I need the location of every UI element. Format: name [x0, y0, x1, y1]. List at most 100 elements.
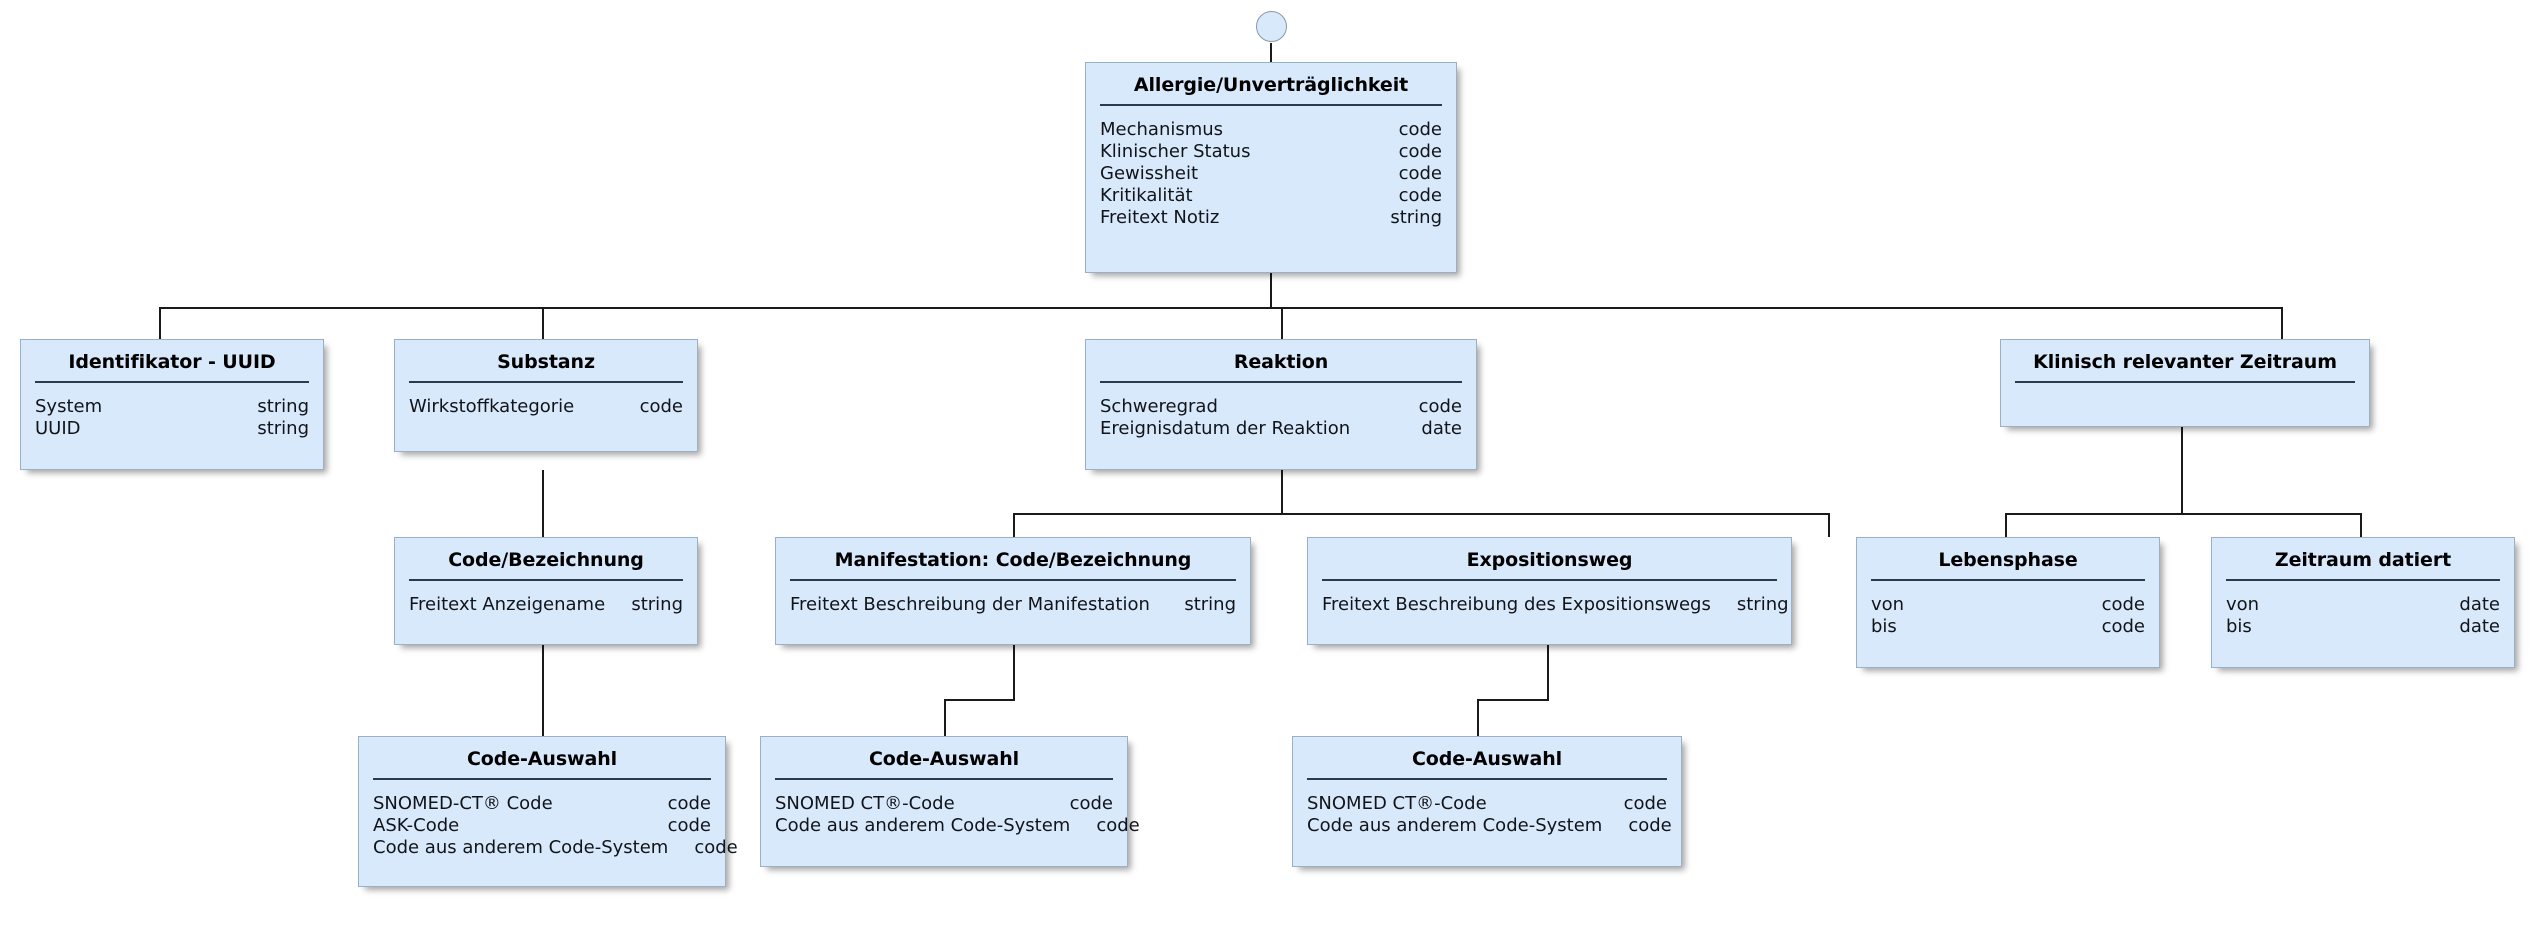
attribute-row: Mechanismus code [1100, 119, 1442, 141]
node-title: Lebensphase [1938, 549, 2078, 571]
attribute-row: Gewissheit code [1100, 163, 1442, 185]
attribute-name: Code aus anderem Code-System [775, 815, 1071, 836]
node-allergie-unvertraeglichkeit[interactable]: Allergie/Unverträglichkeit Mechanismus c… [1085, 62, 1457, 273]
connector-drop-lebensphase [2005, 513, 2007, 537]
attribute-name: Ereignisdatum der Reaktion [1100, 418, 1351, 439]
connector-reaktion-down [1281, 470, 1283, 514]
connector-expositionsweg-down [1547, 645, 1549, 700]
attribute-type: code [1398, 119, 1442, 140]
attribute-name: System [35, 396, 103, 417]
attribute-type: code [1398, 185, 1442, 206]
node-separator [2226, 579, 2500, 581]
attribute-row: von date [2226, 594, 2500, 616]
node-separator [2015, 381, 2355, 383]
attribute-name: bis [1871, 616, 1897, 637]
attribute-list: Mechanismus code Klinischer Status code … [1086, 106, 1456, 241]
attribute-type: code [1398, 141, 1442, 162]
attribute-row: bis code [1871, 616, 2145, 638]
attribute-row: SNOMED CT®-Code code [775, 793, 1113, 815]
attribute-type: code [694, 837, 738, 858]
node-code-auswahl-substanz[interactable]: Code-Auswahl SNOMED-CT® Code code ASK-Co… [358, 736, 738, 887]
attribute-name: Wirkstoffkategorie [409, 396, 575, 417]
node-code-auswahl-expositionsweg[interactable]: Code-Auswahl SNOMED CT®-Code code Code a… [1292, 736, 1682, 867]
node-lebensphase[interactable]: Lebensphase von code bis code [1856, 537, 2160, 668]
attribute-type: string [1184, 594, 1236, 615]
node-separator [775, 778, 1113, 780]
attribute-row: UUID string [35, 418, 309, 440]
node-separator [1100, 381, 1462, 383]
attribute-list [2001, 383, 2369, 411]
connector-manifestation-bus [944, 699, 1015, 701]
connector-drop-zeitraum [2281, 307, 2283, 340]
root-anchor-circle[interactable] [1256, 11, 1287, 42]
attribute-row: ASK-Code code [373, 815, 711, 837]
attribute-type: date [2459, 594, 2500, 615]
attribute-type: code [667, 793, 711, 814]
attribute-name: Kritikalität [1100, 185, 1193, 206]
connector-level2-bus [159, 307, 2282, 309]
attribute-name: Code aus anderem Code-System [373, 837, 669, 858]
attribute-row: Kritikalität code [1100, 185, 1442, 207]
node-title: Zeitraum datiert [2274, 549, 2452, 571]
node-reaktion[interactable]: Reaktion Schweregrad code Ereignisdatum … [1085, 339, 1477, 470]
attribute-type: code [639, 396, 683, 417]
attribute-name: Mechanismus [1100, 119, 1224, 140]
node-klinisch-relevanter-zeitraum[interactable]: Klinisch relevanter Zeitraum [2000, 339, 2370, 427]
node-code-auswahl-manifestation[interactable]: Code-Auswahl SNOMED CT®-Code code Code a… [760, 736, 1140, 867]
attribute-type: string [1736, 594, 1789, 615]
attribute-row: Wirkstoffkategorie code [409, 396, 683, 418]
attribute-name: Freitext Anzeigename [409, 594, 606, 615]
connector-drop-reaktion [1281, 307, 1283, 340]
attribute-row: Freitext Beschreibung der Manifestation … [790, 594, 1236, 616]
connector-substanz-to-code [542, 470, 544, 537]
node-zeitraum-datiert[interactable]: Zeitraum datiert von date bis date [2211, 537, 2515, 668]
attribute-list: SNOMED CT®-Code code Code aus anderem Co… [1293, 780, 1681, 849]
attribute-row: Code aus anderem Code-System code [1307, 815, 1672, 837]
attribute-name: SNOMED CT®-Code [775, 793, 955, 814]
connector-drop-substanz [542, 307, 544, 340]
attribute-row: Freitext Beschreibung des Expositionsweg… [1322, 594, 1789, 616]
attribute-type: date [2459, 616, 2500, 637]
attribute-row: Code aus anderem Code-System code [775, 815, 1140, 837]
node-title: Allergie/Unverträglichkeit [1133, 74, 1409, 96]
attribute-list: Freitext Beschreibung des Expositionsweg… [1308, 581, 1791, 628]
attribute-type: code [1398, 163, 1442, 184]
node-separator [1100, 104, 1442, 106]
node-separator [1307, 778, 1667, 780]
attribute-type: string [1390, 207, 1442, 228]
node-manifestation-code-bezeichnung[interactable]: Manifestation: Code/Bezeichnung Freitext… [775, 537, 1251, 645]
connector-drop-expositionsweg [1828, 513, 1830, 537]
node-separator [409, 381, 683, 383]
connector-allergie-down [1270, 273, 1272, 308]
attribute-name: Gewissheit [1100, 163, 1199, 184]
attribute-name: Schweregrad [1100, 396, 1218, 417]
attribute-name: Klinischer Status [1100, 141, 1251, 162]
attribute-list: Freitext Beschreibung der Manifestation … [776, 581, 1250, 628]
attribute-type: code [2101, 616, 2145, 637]
attribute-row: SNOMED CT®-Code code [1307, 793, 1667, 815]
attribute-type: code [1096, 815, 1140, 836]
node-separator [373, 778, 711, 780]
node-title: Code/Bezeichnung [448, 549, 644, 571]
attribute-type: code [1628, 815, 1672, 836]
node-identifikator-uuid[interactable]: Identifikator - UUID System string UUID … [20, 339, 324, 470]
node-code-bezeichnung[interactable]: Code/Bezeichnung Freitext Anzeigename st… [394, 537, 698, 645]
connector-reaktion-bus [1013, 513, 1830, 515]
attribute-row: Freitext Notiz string [1100, 207, 1442, 229]
attribute-type: code [667, 815, 711, 836]
attribute-name: Freitext Notiz [1100, 207, 1220, 228]
node-substanz[interactable]: Substanz Wirkstoffkategorie code [394, 339, 698, 452]
attribute-type: string [257, 418, 309, 439]
node-expositionsweg[interactable]: Expositionsweg Freitext Beschreibung des… [1307, 537, 1792, 645]
connector-code-to-auswahl [542, 645, 544, 736]
connector-root-stem [1270, 43, 1272, 65]
attribute-type: code [2101, 594, 2145, 615]
attribute-list: von code bis code [1857, 581, 2159, 650]
node-separator [35, 381, 309, 383]
node-title: Code-Auswahl [868, 748, 1020, 770]
node-separator [790, 579, 1236, 581]
attribute-type: code [1623, 793, 1667, 814]
attribute-row: Code aus anderem Code-System code [373, 837, 738, 859]
attribute-list: Freitext Anzeigename string [395, 581, 697, 628]
attribute-row: System string [35, 396, 309, 418]
